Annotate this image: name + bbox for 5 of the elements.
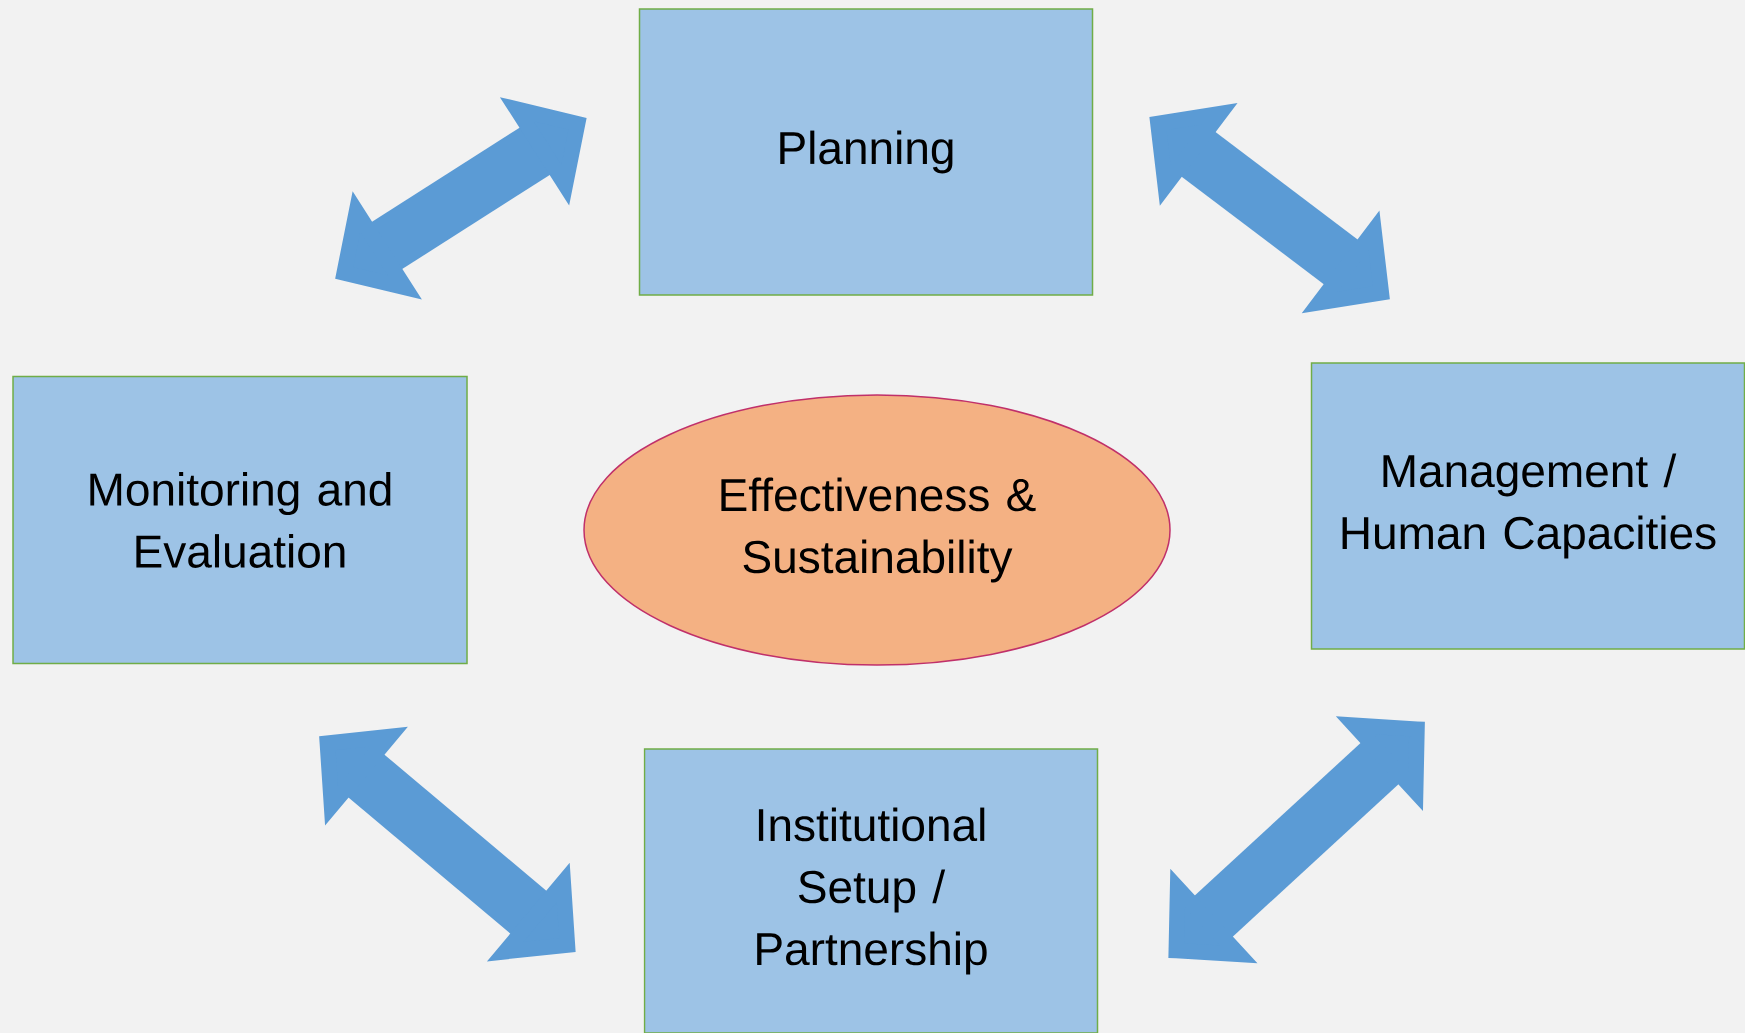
- process-box: Institutional Setup / Partnership: [643, 748, 1099, 1033]
- process-box: Management / Human Capacities: [1310, 362, 1745, 650]
- process-box: Monitoring and Evaluation: [12, 375, 468, 665]
- double-arrow: [1168, 716, 1425, 964]
- process-box: Planning: [638, 8, 1094, 296]
